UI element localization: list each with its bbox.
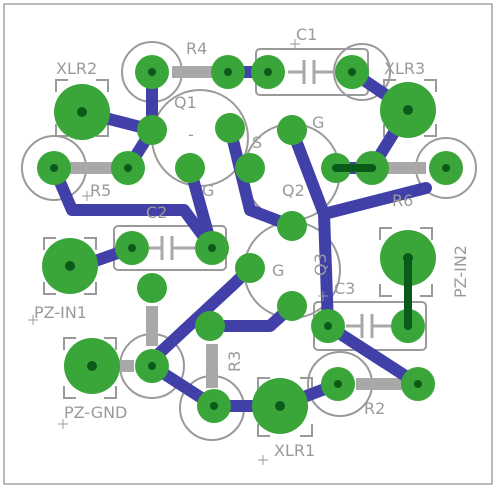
label-r4: R4 bbox=[186, 39, 207, 58]
label-r2: R2 bbox=[364, 399, 385, 418]
label-r5: R5 bbox=[90, 181, 111, 200]
pad-q2-s bbox=[235, 153, 265, 183]
drill-r3-bot bbox=[210, 402, 218, 410]
drill-pz-gnd bbox=[87, 361, 97, 371]
r4-body bbox=[172, 66, 212, 78]
drill-c1-b bbox=[348, 68, 356, 76]
label-xlr3: XLR3 bbox=[384, 59, 425, 78]
label-pz-in2: PZ-IN2 bbox=[451, 245, 470, 298]
drill-c1-a bbox=[264, 68, 272, 76]
label-c2: C2 bbox=[146, 203, 167, 222]
marker-c1 bbox=[290, 39, 300, 49]
marker-pzgnd bbox=[58, 419, 68, 429]
marker-c3 bbox=[318, 291, 328, 301]
c2-symbol bbox=[148, 236, 196, 260]
xlr1-brackets bbox=[257, 377, 313, 437]
drill-r4-b bbox=[224, 68, 232, 76]
label-xlr2: XLR2 bbox=[56, 59, 97, 78]
r6-body bbox=[380, 162, 426, 174]
drill-r2-a bbox=[334, 380, 342, 388]
component-bodies bbox=[70, 66, 426, 390]
pad-r3-top bbox=[195, 311, 225, 341]
pad-q1-b bbox=[215, 113, 245, 143]
drill-xlr1 bbox=[275, 401, 285, 411]
pad-q1-a bbox=[137, 115, 167, 145]
drill-xlr3 bbox=[403, 105, 413, 115]
cap-symbols bbox=[148, 60, 394, 338]
drill-r4-a bbox=[148, 68, 156, 76]
r2-body bbox=[356, 378, 402, 390]
board-outline bbox=[3, 3, 493, 485]
marker-pzin1 bbox=[28, 315, 38, 325]
xlr2-brackets bbox=[55, 79, 109, 137]
pad-q3-d bbox=[277, 291, 307, 321]
drill-r2-b bbox=[414, 380, 422, 388]
label-r6: R6 bbox=[392, 191, 413, 210]
pz-in2-brackets bbox=[379, 227, 433, 297]
pad-stubs bbox=[332, 164, 412, 330]
label-pz-in1: PZ-IN1 bbox=[34, 303, 87, 322]
r3-body bbox=[206, 344, 218, 388]
label-q2: Q2 bbox=[282, 181, 305, 200]
trace-q2-r6 bbox=[318, 182, 432, 220]
drill-r5-a bbox=[50, 164, 58, 172]
label-q1-g: G bbox=[202, 181, 214, 200]
r5-body bbox=[70, 162, 120, 174]
marker-r5 bbox=[82, 191, 92, 201]
label-q1: Q1 bbox=[174, 93, 197, 112]
c1-symbol bbox=[288, 60, 336, 84]
label-pz-gnd: PZ-GND bbox=[64, 403, 127, 422]
xlr3-brackets bbox=[383, 79, 437, 137]
pad-q3-g bbox=[235, 253, 265, 283]
origin-markers bbox=[28, 39, 328, 465]
drill-pz-in1 bbox=[65, 261, 75, 271]
trace-r-pzgnd bbox=[146, 360, 344, 412]
label-q3: Q3 bbox=[311, 253, 330, 276]
c3-symbol bbox=[346, 314, 394, 338]
label-q3-g: G bbox=[272, 261, 284, 280]
drill-c2-a bbox=[128, 244, 136, 252]
label-c1: C1 bbox=[296, 25, 317, 44]
pad-q3-s bbox=[277, 211, 307, 241]
drill-c3-a bbox=[324, 322, 332, 330]
pad-q1-g bbox=[175, 153, 205, 183]
pz-in1-brackets bbox=[43, 237, 97, 295]
label-g-top: G bbox=[312, 113, 324, 132]
r-vert-body bbox=[146, 306, 158, 346]
label-xlr1: XLR1 bbox=[274, 441, 315, 460]
pad-q2-g bbox=[277, 115, 307, 145]
label-q1-minus: - bbox=[188, 125, 194, 144]
trace-r5-c2 bbox=[48, 162, 218, 254]
drill-r6-b bbox=[442, 164, 450, 172]
label-c3: C3 bbox=[334, 279, 355, 298]
trace-c3-r2 bbox=[322, 320, 424, 390]
label-s: S bbox=[252, 133, 262, 152]
marker-xlr1 bbox=[258, 455, 268, 465]
label-r3: R3 bbox=[225, 351, 244, 372]
drill-r-bot bbox=[148, 362, 156, 370]
drill-r5-b bbox=[124, 164, 132, 172]
drill-xlr2 bbox=[77, 107, 87, 117]
pad-r-top bbox=[137, 273, 167, 303]
pz-gnd-brackets bbox=[63, 337, 117, 399]
drill-c2-b bbox=[208, 244, 216, 252]
